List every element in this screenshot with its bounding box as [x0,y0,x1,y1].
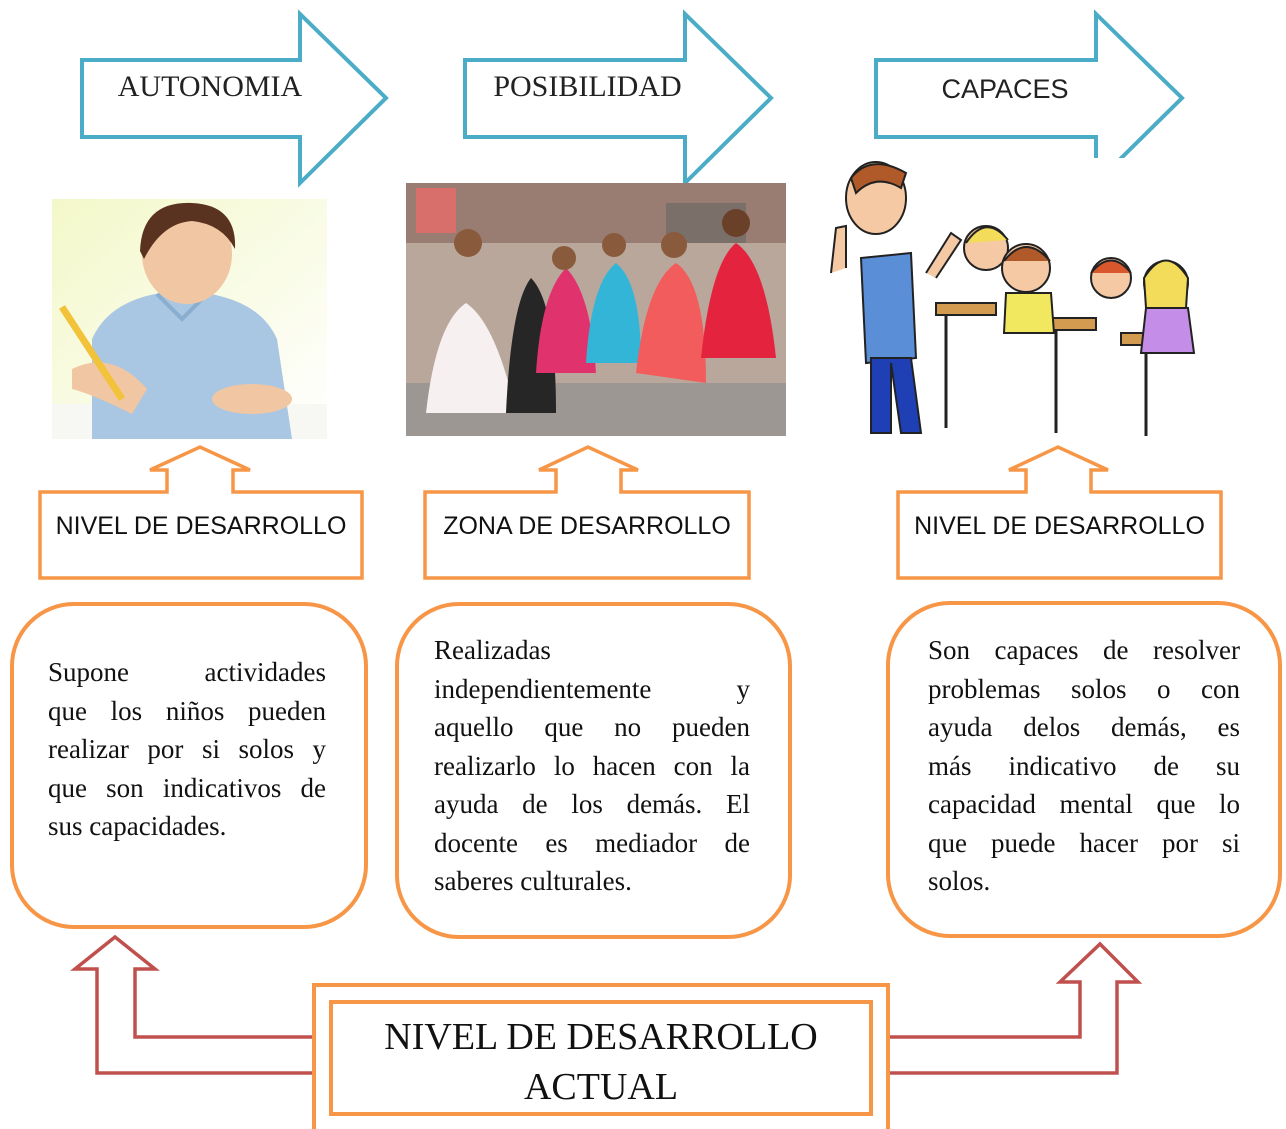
level-box-1-shape [38,445,364,580]
teacher-students-cartoon [816,158,1214,442]
desc-box-3-text: Son capaces de resolver problemas solos … [928,631,1240,901]
desc-1-line-2: que los niños pueden [48,695,326,726]
desc-2-line-4: realizarlo lo hacen con la [434,750,750,781]
level-box-3-shape [896,445,1223,580]
desc-3-line-3: ayuda delos demás, es [928,712,1240,742]
desc-1-line-5: sus capacidades. [48,811,227,841]
level-box-2-label: ZONA DE DESARROLLO [443,512,731,540]
desc-3-line-2: problemas solos o con [928,673,1240,704]
level-box-3-label: NIVEL DE DESARROLLO [914,512,1205,540]
desc-box-3-shape [886,601,1282,938]
level-box-2-shape [423,445,751,580]
desc-1-line-3: realizar por si solos y [48,734,326,764]
bottom-box-inner [329,1000,873,1116]
bottom-title-line-2: ACTUAL [523,1066,679,1108]
level-box-1-label: NIVEL DE DESARROLLO [55,512,347,540]
red-bent-arrow-right [886,941,1143,1075]
desc-1-line-1: Supone actividades [48,657,326,687]
capaces-label: CAPACES [941,74,1069,104]
desc-2-line-3: aquello que no pueden [434,712,750,742]
top-arrow-autonomia [80,9,389,188]
desc-3-line-4: más indicativo de su [928,750,1240,781]
desc-3-line-1: Son capaces de resolver [928,635,1240,665]
autonomia-label: AUTONOMIA [117,70,303,103]
costumed-dancers-photo [406,183,786,436]
desc-2-line-5: ayuda de los demás. El [434,789,750,819]
desc-3-line-6: que puede hacer por si [928,827,1240,858]
boy-writing-photo [52,199,327,439]
desc-2-line-1: Realizadas [434,635,551,665]
desc-2-line-2: independientemente y [434,673,750,704]
desc-2-line-7: saberes culturales. [434,866,632,896]
desc-box-2-text: Realizadas independientemente y aquello … [434,631,750,901]
desc-box-1-text: Supone actividades que los niños pueden … [48,653,326,846]
desc-3-line-5: capacidad mental que lo [928,789,1240,819]
red-bent-arrow-left [70,934,316,1075]
desc-1-line-4: que son indicativos de [48,772,326,803]
desc-3-line-7: solos. [928,866,991,896]
top-arrow-posibilidad [463,9,774,188]
bottom-box-title: NIVEL DE DESARROLLO ACTUAL [331,1012,871,1112]
bottom-title-line-1: NIVEL DE DESARROLLO [384,1016,818,1058]
desc-box-2-shape [395,602,792,939]
bottom-box-outer [312,983,890,1129]
desc-2-line-6: docente es mediador de [434,827,750,858]
top-arrow-capaces [874,9,1185,188]
posibilidad-label: POSIBILIDAD [493,70,682,103]
desc-box-1-shape [10,602,368,929]
